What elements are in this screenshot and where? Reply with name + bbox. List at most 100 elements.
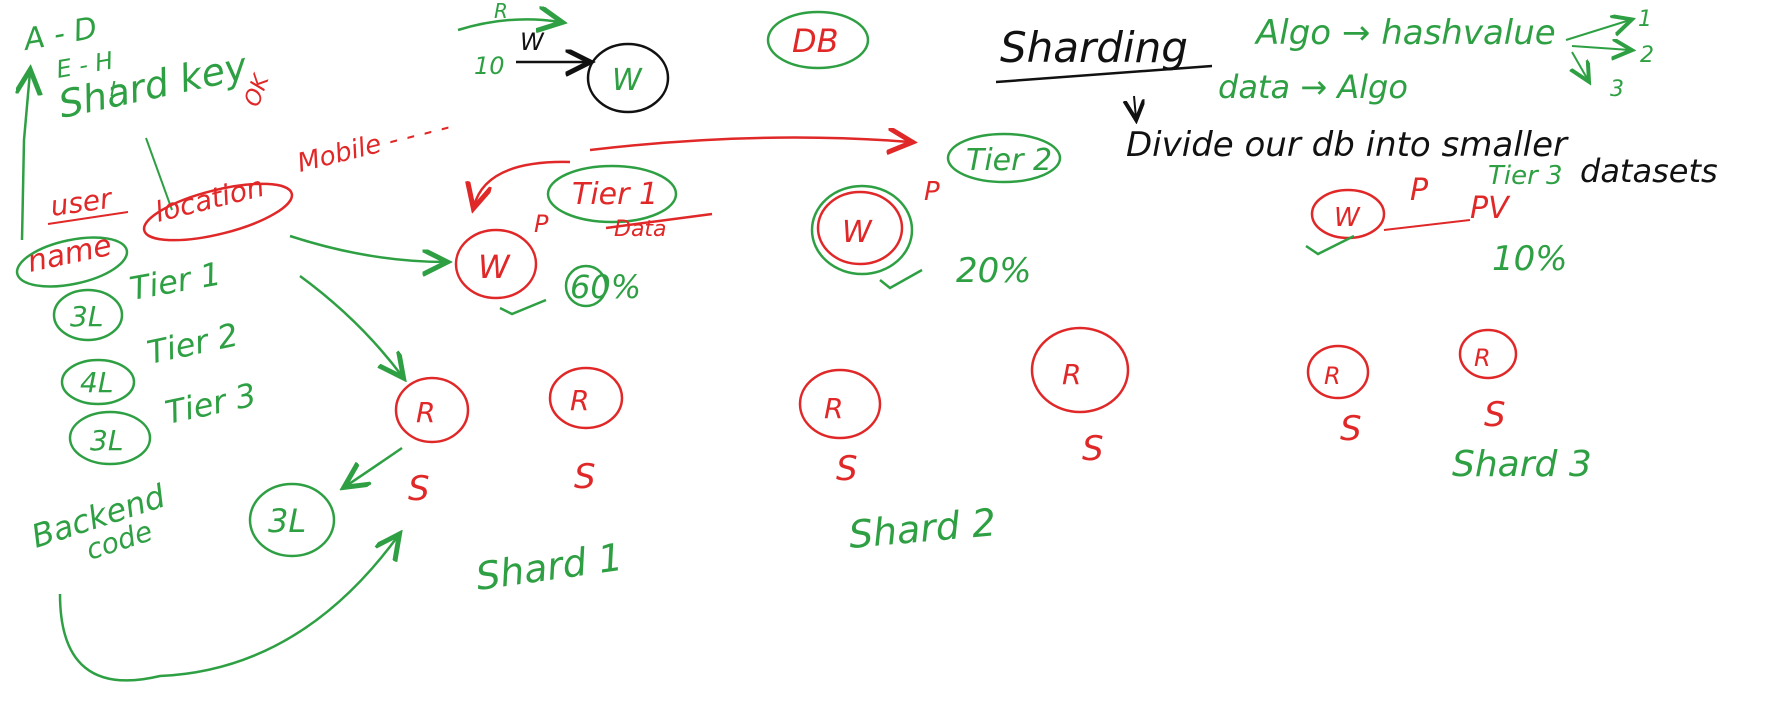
strike-line	[605, 212, 713, 230]
hash-output-3: 3	[1610, 77, 1624, 102]
tier-map-2: Tier 2	[144, 316, 242, 372]
shard3-tag-line	[1383, 219, 1471, 231]
arrow-location-to-shard1	[299, 274, 402, 376]
arrow-read-green	[457, 19, 560, 30]
shard-1-group: Tier 1 Data W P 60% R R S S Shard 1	[394, 160, 713, 599]
user-underline	[47, 211, 129, 225]
shard1-secondary-a: S	[408, 469, 430, 509]
shard1-replica-b	[548, 366, 624, 430]
shard3-replica-a-label: R	[1324, 362, 1341, 390]
sharding-title: Sharding	[1000, 23, 1188, 72]
backend-code: Backend code 3L	[27, 446, 403, 682]
writer-node	[586, 42, 670, 114]
tier2-label: Tier 2	[966, 143, 1052, 178]
arrow-name-to-ranges	[22, 72, 30, 241]
shard3-check	[1305, 234, 1355, 256]
tier-map-1: Tier 1	[127, 255, 224, 308]
backend-bubble	[248, 482, 336, 558]
shard2-replica-b	[1030, 326, 1130, 414]
shard2-replica-a-label: R	[824, 392, 843, 425]
top-middle-writer: R 10 W W DB	[457, 0, 870, 114]
location-label: location	[152, 170, 268, 229]
shard2-check	[879, 268, 923, 290]
size-2: 4L	[80, 366, 113, 399]
shard3-label: Shard 3	[1452, 444, 1592, 485]
shard2-primary-tag: P	[924, 177, 940, 207]
size-3: 3L	[90, 424, 123, 457]
shard3-primary-tag2: PV	[1470, 191, 1511, 226]
mobile-label: Mobile - - - -	[294, 112, 453, 179]
name-circle	[15, 236, 129, 288]
tier1-label: Tier 1	[572, 177, 658, 212]
data-algo-line: data → Algo	[1218, 68, 1408, 106]
writer-node-label: W	[612, 63, 643, 98]
sharding-underline	[995, 64, 1213, 84]
shard2-primary-label: W	[842, 215, 873, 250]
arrow-hash-3	[1572, 51, 1588, 80]
arrow-hash-2	[1571, 46, 1630, 50]
shard1-replica-a	[394, 376, 470, 444]
size-bubble-2	[60, 358, 136, 406]
backend-bubble-text: 3L	[268, 502, 306, 540]
shard3-replica-b	[1458, 328, 1518, 380]
arrow-backend-loop	[58, 536, 398, 682]
tier-map-3: Tier 3	[162, 376, 260, 432]
name-label: name	[24, 228, 114, 280]
line-location-to-shardkey	[145, 137, 173, 211]
shard2-secondary-a: S	[836, 449, 858, 489]
write-label-top: W	[520, 28, 545, 56]
shard1-percent: 60%	[570, 268, 641, 306]
shard3-percent: 10%	[1492, 239, 1568, 279]
shard-3-group: Tier 3 W P PV 10% R R S S Shard 3	[1305, 161, 1592, 485]
range-i: I	[110, 77, 116, 101]
shard-2-group: Tier 2 W P 20% R R S S Shard 2	[798, 132, 1130, 557]
tier3-label: Tier 3	[1488, 161, 1563, 191]
percent1-circle	[564, 264, 608, 308]
shard1-primary	[454, 228, 538, 300]
shard3-primary-label: W	[1334, 203, 1361, 233]
tier2-bubble	[946, 132, 1062, 184]
shard2-replica-b-label: R	[1062, 358, 1081, 391]
arrow-hash-1	[1565, 20, 1630, 41]
shard1-replica-b-label: R	[570, 384, 589, 417]
hash-output-2: 2	[1640, 43, 1654, 68]
shard1-replica-a-label: R	[416, 396, 435, 429]
arrow-tier1-to-tier2	[589, 138, 910, 151]
algo-line: Algo → hashvalue	[1254, 13, 1556, 53]
shard3-secondary-a: S	[1340, 409, 1362, 449]
db-label: DB	[792, 22, 839, 60]
arrow-sharding-down	[1134, 95, 1136, 118]
hash-output-1: 1	[1638, 7, 1652, 32]
shard2-replica-a	[798, 368, 882, 440]
shard1-primary-tag: P	[534, 210, 549, 238]
shard2-primary-outer	[810, 184, 914, 276]
size-bubble-3	[68, 410, 152, 466]
tier1-bubble	[546, 164, 678, 224]
size-1: 3L	[70, 300, 103, 333]
read-label-top: R	[494, 0, 508, 23]
datasets-label: datasets	[1580, 152, 1718, 190]
shard1-secondary-b: S	[574, 457, 596, 497]
user-label: user	[48, 182, 115, 223]
shard2-secondary-b: S	[1082, 429, 1104, 469]
count-label: 10	[474, 52, 505, 80]
shard3-primary-tag: P	[1410, 173, 1429, 208]
arrow-replica-to-backend	[346, 446, 403, 486]
arrow-tier1-to-primary	[474, 160, 571, 206]
shard3-replica-a	[1306, 344, 1370, 400]
shard2-label: Shard 2	[847, 500, 998, 557]
location-circle	[142, 182, 294, 242]
divide-line: Divide our db into smaller	[1126, 125, 1569, 165]
db-bubble	[766, 10, 870, 70]
arrow-location-to-tier1	[289, 234, 445, 262]
shard2-percent: 20%	[956, 251, 1032, 291]
shard1-check	[499, 298, 547, 316]
shard3-replica-b-label: R	[1474, 344, 1491, 372]
shard3-secondary-b: S	[1484, 395, 1506, 435]
shard2-primary	[816, 190, 904, 266]
shard1-label: Shard 1	[473, 535, 625, 599]
shard1-primary-label: W	[478, 248, 511, 286]
user-row: user location Mobile - - - - name	[15, 112, 453, 288]
